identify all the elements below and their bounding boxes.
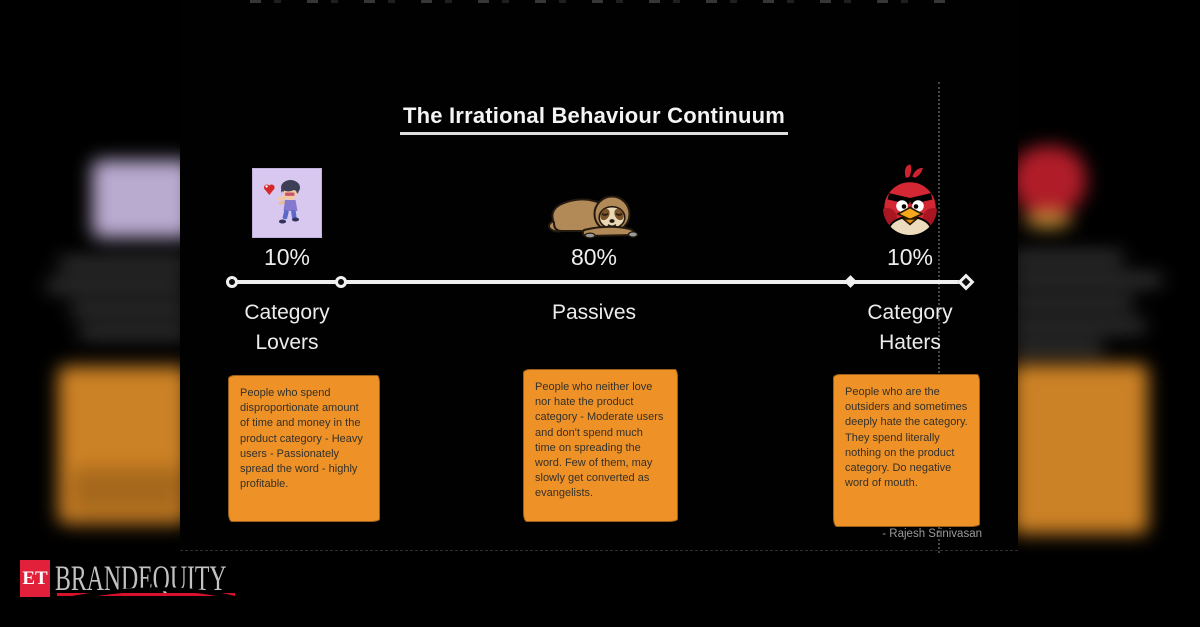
continuum-marker-haters-start	[844, 275, 857, 288]
continuum-marker-end	[957, 273, 975, 291]
slide-bottom-border	[180, 550, 1018, 551]
logo-underline-swoosh	[57, 587, 236, 603]
brandequity-logo: ET BRANDEQUITY	[20, 560, 315, 603]
blurred-text	[1018, 342, 1104, 354]
note-passives: People who neither love nor hate the pro…	[523, 369, 678, 522]
blurred-text	[46, 280, 180, 292]
et-logo-mark: ET	[20, 560, 50, 597]
sleeping-sloth-icon	[548, 195, 639, 239]
continuum-marker-lovers-end	[335, 276, 347, 288]
blurred-text	[1018, 274, 1162, 286]
cropped-text-fragments	[250, 0, 958, 3]
slide: The Irrational Behaviour Continuum	[180, 0, 1018, 553]
blurred-bird-beak	[1024, 210, 1072, 228]
attribution: - Rajesh Srinivasan	[882, 528, 982, 540]
blurred-backdrop-right	[1018, 0, 1200, 627]
page-title: The Irrational Behaviour Continuum	[399, 103, 789, 135]
percent-haters: 10%	[886, 244, 934, 270]
blurred-text	[1018, 297, 1134, 309]
blurred-text	[1018, 320, 1146, 332]
label-category-lovers: Category Lovers	[244, 301, 330, 355]
label-passives: Passives	[551, 301, 637, 324]
vertical-dotted-guide	[938, 82, 940, 553]
blurred-lover-icon	[92, 160, 180, 238]
continuum-line	[230, 280, 968, 284]
anime-lover-icon	[251, 167, 323, 239]
blurred-bird-icon	[1018, 146, 1086, 214]
blurred-text	[70, 303, 180, 315]
blurred-note-right	[1018, 364, 1148, 534]
et-logo-text: ET	[22, 567, 48, 589]
blurred-backdrop-left	[0, 0, 180, 627]
continuum-marker-start	[226, 276, 238, 288]
label-category-haters: Category Haters	[867, 301, 953, 355]
note-category-lovers: People who spend disproportionate amount…	[228, 375, 380, 522]
note-category-haters: People who are the outsiders and sometim…	[833, 374, 980, 527]
percent-lovers: 10%	[263, 244, 311, 270]
blurred-text	[1018, 252, 1124, 264]
percent-passives: 80%	[570, 244, 618, 270]
blurred-text	[78, 326, 180, 338]
blurred-note-shadow	[72, 468, 180, 512]
blurred-text	[58, 258, 180, 270]
angry-bird-icon	[881, 161, 939, 237]
